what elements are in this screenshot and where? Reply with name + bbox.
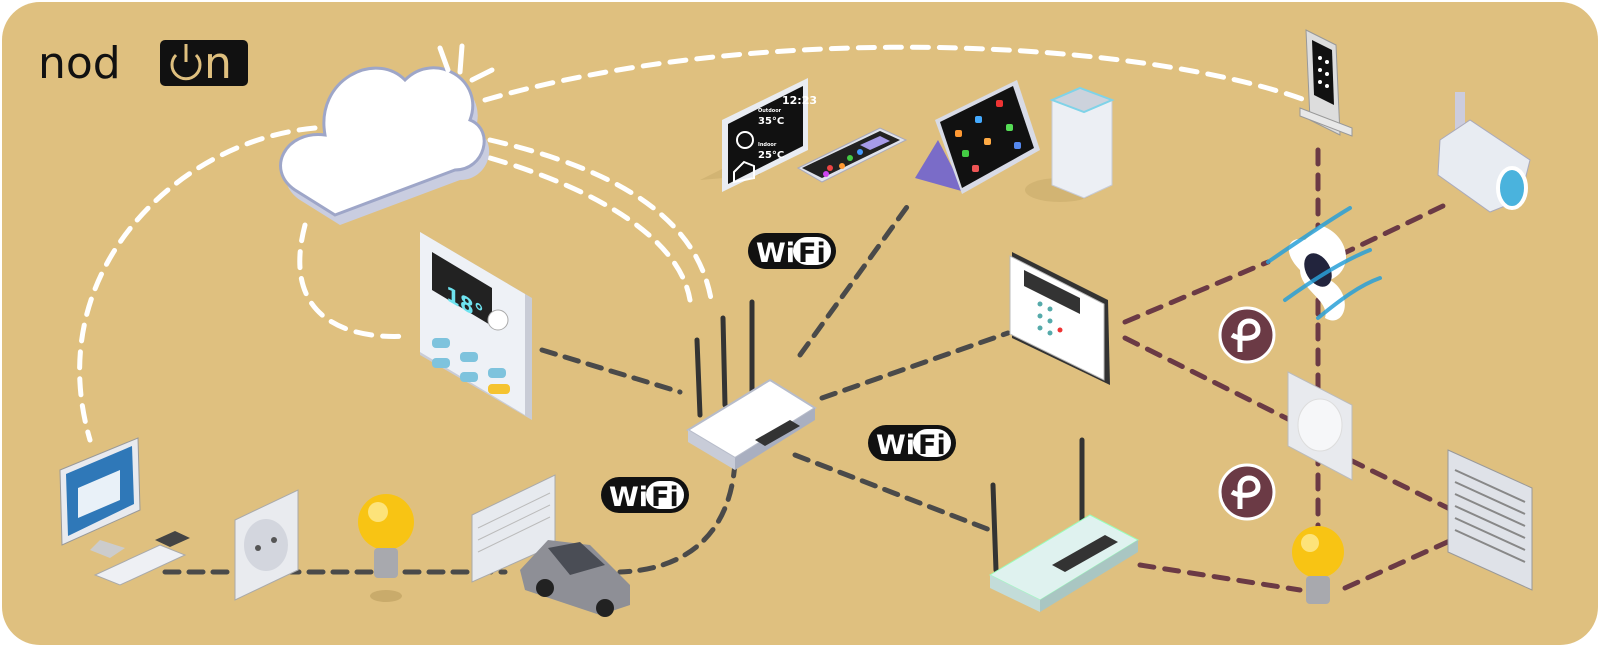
smartphone-icon [796, 127, 908, 183]
power-icon [170, 44, 202, 81]
alarm-keypad-icon [1009, 252, 1110, 385]
wall-switch-icon [1287, 371, 1353, 481]
wifi-label: Wi Fi [748, 233, 836, 269]
svg-text:n: n [204, 38, 232, 89]
wifi-links [162, 197, 1011, 575]
svg-text:Outdoor: Outdoor [758, 108, 782, 114]
thermostat-icon: 18° [420, 232, 532, 420]
security-camera-icon [1437, 92, 1531, 213]
svg-text:Wi: Wi [756, 238, 795, 269]
desktop-computer-icon [59, 437, 190, 586]
radio-protocol-badge-icon [1218, 306, 1276, 364]
roller-shutter-icon [1447, 449, 1533, 591]
car-icon [520, 540, 630, 617]
smart-lock-icon [1299, 29, 1353, 137]
radio-links [1122, 147, 1455, 593]
svg-text:25°C: 25°C [758, 150, 784, 161]
svg-text:nod: nod [38, 38, 121, 89]
power-socket-icon [234, 489, 299, 601]
svg-text:Wi: Wi [876, 430, 915, 461]
nodon-logo: nod n [38, 38, 248, 89]
svg-text:Indoor: Indoor [758, 142, 777, 148]
router-icon [988, 437, 1140, 612]
tablet-icon [915, 80, 1040, 194]
wifi-label: Wi Fi [601, 477, 689, 513]
light-bulb-icon [1292, 526, 1344, 604]
motion-sensor-icon [1266, 206, 1382, 321]
smart-speaker-icon [1025, 86, 1115, 202]
wifi-label: Wi Fi [868, 425, 956, 461]
cloud-icon [279, 43, 495, 225]
svg-text:Fi: Fi [918, 430, 946, 461]
svg-text:Fi: Fi [798, 238, 826, 269]
garage-door-icon [471, 474, 556, 583]
radio-protocol-badge-icon [1218, 463, 1276, 521]
cloud-links [77, 44, 1308, 443]
router-icon [686, 299, 817, 470]
svg-text:Wi: Wi [609, 482, 648, 513]
weather-display-icon: 12:23 Outdoor 35°C Indoor 25°C [700, 78, 817, 192]
svg-text:35°C: 35°C [758, 116, 784, 127]
svg-text:Fi: Fi [651, 482, 679, 513]
light-bulb-icon [358, 494, 414, 602]
svg-text:12:23: 12:23 [782, 94, 817, 107]
